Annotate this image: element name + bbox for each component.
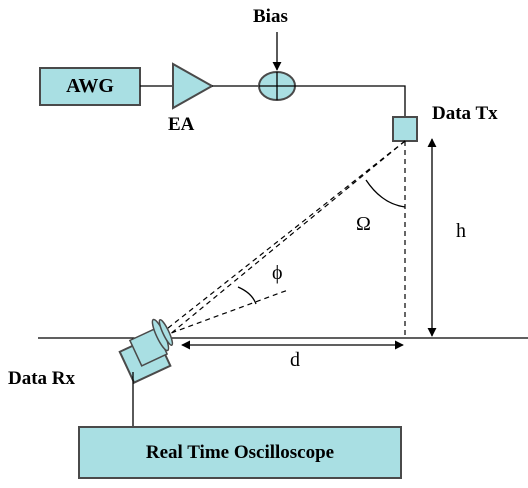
phi-angle-arc [237, 286, 257, 305]
oscilloscope-label: Real Time Oscilloscope [145, 441, 335, 463]
beam-line-outer [162, 140, 406, 341]
bias-label: Bias [253, 6, 288, 27]
h-label: h [456, 220, 466, 242]
receiver-icon [118, 318, 174, 384]
amplifier-icon [172, 62, 215, 110]
transmitter-icon [392, 116, 418, 142]
beam-line-upper [162, 140, 406, 333]
data-tx-label: Data Tx [432, 103, 498, 124]
wire-bias-tx [295, 85, 406, 117]
beam-line-phi [162, 289, 289, 337]
bias-tee-icon [258, 71, 296, 101]
data-rx-label: Data Rx [8, 368, 76, 389]
omega-angle-arc [365, 179, 406, 208]
phi-label: ϕ [272, 262, 283, 284]
awg-label: AWG [66, 75, 114, 97]
omega-label: Ω [356, 213, 371, 235]
d-label: d [290, 349, 300, 371]
ea-label: EA [168, 114, 195, 135]
oscilloscope-block [78, 426, 402, 479]
awg-block [39, 67, 141, 106]
